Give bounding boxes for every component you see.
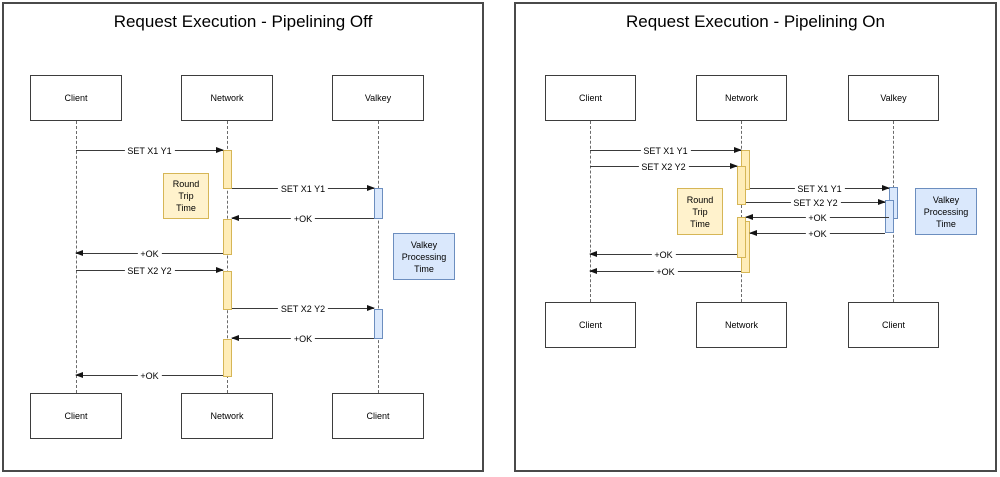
activation-bar-yellow xyxy=(223,339,232,377)
note-text-line: Time xyxy=(176,203,196,213)
activation-bar-yellow xyxy=(737,217,746,258)
arrowhead-icon xyxy=(367,185,375,191)
message-label: +OK xyxy=(805,228,830,239)
actor-box-client: Client xyxy=(332,393,424,439)
arrowhead-icon xyxy=(734,147,742,153)
message-label: +OK xyxy=(805,212,830,223)
arrowhead-icon xyxy=(745,214,753,220)
arrowhead-icon xyxy=(75,250,83,256)
message-label: SET X1 Y1 xyxy=(277,183,329,194)
message-label: +OK xyxy=(290,333,316,344)
arrowhead-icon xyxy=(589,268,597,274)
message-label: SET X2 Y2 xyxy=(790,197,841,208)
message-label: +OK xyxy=(290,213,316,224)
message-label: SET X2 Y2 xyxy=(124,265,175,276)
arrowhead-icon xyxy=(749,230,757,236)
panel-pipelining-on: Request Execution - Pipelining On xyxy=(514,2,997,472)
activation-bar-yellow xyxy=(223,219,232,255)
actor-box-client: Client xyxy=(30,393,122,439)
note-text-line: Valkey xyxy=(410,239,438,250)
message-label: +OK xyxy=(651,249,676,260)
lifeline-network xyxy=(741,121,742,302)
arrowhead-icon xyxy=(231,335,239,341)
activation-bar-blue xyxy=(374,309,383,339)
lifeline-client xyxy=(76,121,77,393)
message-label: +OK xyxy=(137,248,162,259)
note-text-line: Processing xyxy=(923,206,969,217)
arrowhead-icon xyxy=(730,163,738,169)
actor-box-network: Network xyxy=(696,75,787,121)
message-label: SET X1 Y1 xyxy=(124,145,175,156)
diagram-title: Request Execution - Pipelining Off xyxy=(113,12,373,31)
note-text-line: Time xyxy=(690,218,710,229)
message-label: +OK xyxy=(137,370,162,381)
message-label: SET X1 Y1 xyxy=(794,183,845,194)
arrowhead-icon xyxy=(216,147,224,153)
note-text-line: Valkey xyxy=(932,194,960,205)
actor-box-client: Client xyxy=(545,75,636,121)
note-text-line: Processing xyxy=(401,251,447,262)
arrowhead-icon xyxy=(216,267,224,273)
activation-bar-yellow xyxy=(223,150,232,189)
activation-bar-blue xyxy=(885,200,894,233)
arrowhead-icon xyxy=(231,215,239,221)
actor-box-client: Client xyxy=(848,302,939,348)
note-text-line: Trip xyxy=(178,191,194,201)
message-label: SET X2 Y2 xyxy=(277,303,329,314)
activation-bar-blue xyxy=(374,188,383,219)
actor-box-valkey: Valkey xyxy=(848,75,939,121)
arrowhead-icon xyxy=(589,251,597,257)
lifeline-network xyxy=(227,121,228,393)
actor-box-network: Network xyxy=(696,302,787,348)
note-text-line: Round xyxy=(172,179,200,189)
note-text-line: Time xyxy=(414,263,434,274)
arrowhead-icon xyxy=(882,185,890,191)
actor-box-client: Client xyxy=(30,75,122,121)
actor-box-network: Network xyxy=(181,393,273,439)
arrowhead-icon xyxy=(878,199,886,205)
note-text-line: Trip xyxy=(692,206,708,217)
note-text-line: Time xyxy=(936,218,956,229)
actor-box-valkey: Valkey xyxy=(332,75,424,121)
actor-box-client: Client xyxy=(545,302,636,348)
note-text-line: Round xyxy=(686,194,714,205)
actor-box-network: Network xyxy=(181,75,273,121)
activation-bar-yellow xyxy=(223,271,232,310)
lifeline-client xyxy=(590,121,591,302)
arrowhead-icon xyxy=(367,305,375,311)
lifeline-valkey xyxy=(378,121,379,393)
message-label: +OK xyxy=(653,266,678,277)
message-label: SET X2 Y2 xyxy=(638,161,689,172)
activation-bar-yellow xyxy=(737,166,746,205)
message-label: SET X1 Y1 xyxy=(640,145,691,156)
diagram-title: Request Execution - Pipelining On xyxy=(626,12,885,31)
arrowhead-icon xyxy=(75,372,83,378)
